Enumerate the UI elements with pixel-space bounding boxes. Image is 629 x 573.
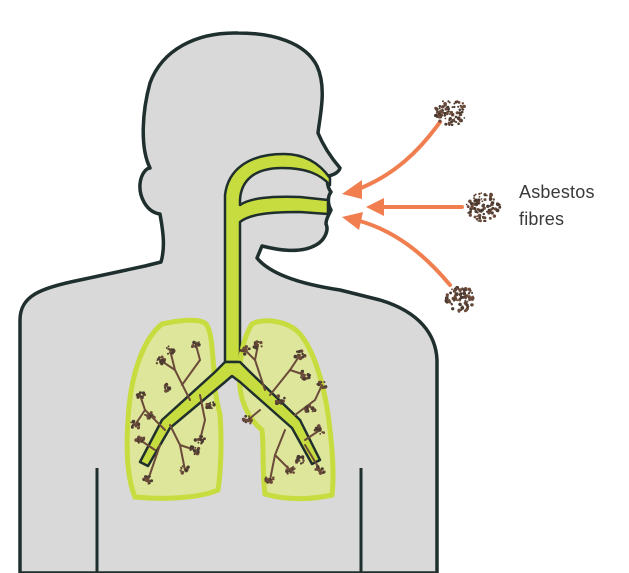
lung-fibre-9	[193, 435, 206, 445]
lung-fibre-0	[165, 345, 176, 355]
lung-fibre-22	[241, 414, 253, 425]
bronchi	[138, 360, 322, 468]
asbestos-fibres-label-line1: Asbestos	[519, 182, 595, 202]
lung-fibre-13	[252, 340, 263, 350]
airway	[223, 152, 332, 364]
lung-fibre-21	[314, 465, 326, 475]
arrow-bottom	[354, 218, 452, 287]
arrowhead-middle	[366, 198, 384, 216]
lung-fibre-clusters	[130, 340, 328, 485]
lung-fibre-11	[163, 382, 172, 393]
arrowhead-top	[342, 180, 362, 199]
fibre-cluster-bottom	[444, 285, 475, 313]
lung-fibre-4	[130, 419, 141, 430]
lung-fibre-16	[300, 369, 312, 381]
lung-fibre-7	[179, 465, 190, 475]
fibre-arrows	[354, 120, 464, 287]
lung-fibre-25	[295, 454, 305, 465]
asbestos-fibres-label-line2: fibres	[519, 209, 565, 229]
lung-fibre-20	[285, 465, 296, 475]
fibre-cluster-top	[434, 100, 466, 127]
lung-fibre-5	[134, 435, 146, 444]
lung-fibre-2	[191, 340, 201, 349]
lung-fibre-14	[238, 345, 251, 356]
lung-fibre-1	[155, 355, 167, 366]
lung-fibre-17	[316, 380, 328, 390]
lung-fibre-8	[189, 445, 201, 456]
fibre-cluster-middle	[465, 192, 502, 223]
arrowhead-bottom	[342, 212, 363, 230]
lung-fibre-3	[135, 391, 147, 400]
lung-fibre-6	[142, 475, 154, 485]
lung-fibre-10	[144, 411, 156, 420]
lung-fibre-15	[293, 349, 307, 361]
lung-fibre-12	[205, 401, 216, 410]
lung-fibre-24	[303, 404, 317, 414]
lung-fibre-19	[264, 476, 275, 484]
air-fibre-clusters	[434, 100, 502, 313]
arrowheads	[342, 180, 384, 230]
lung-fibre-18	[313, 424, 326, 435]
lung-fibre-23	[274, 394, 286, 406]
arrow-top	[354, 120, 442, 192]
